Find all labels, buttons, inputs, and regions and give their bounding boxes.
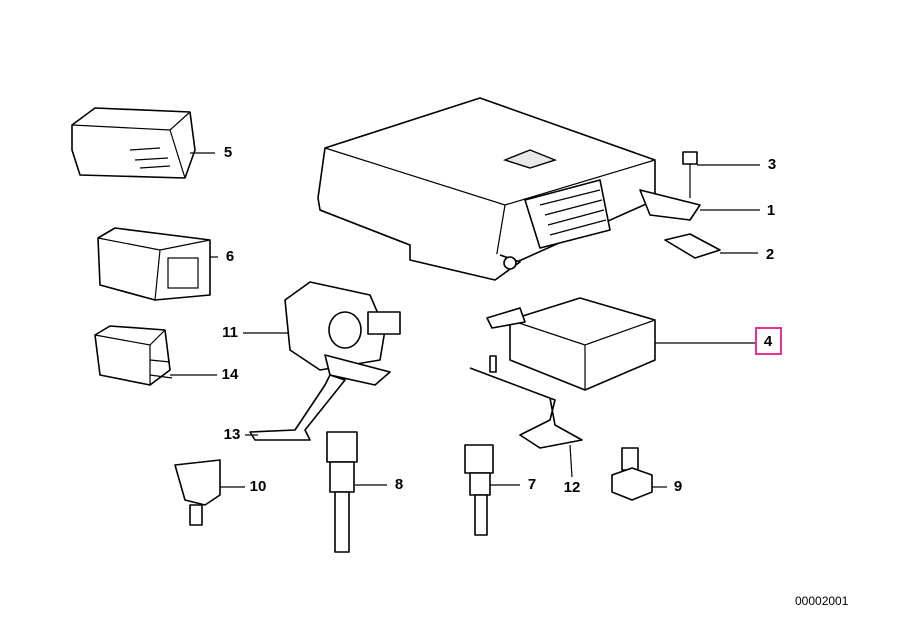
callout-3[interactable]: 3 xyxy=(767,156,777,173)
part-5-relay[interactable] xyxy=(71,107,215,179)
callout-9[interactable]: 9 xyxy=(673,478,683,495)
callout-10[interactable]: 10 xyxy=(249,478,267,495)
highlight-box xyxy=(755,327,782,355)
callout-2[interactable]: 2 xyxy=(765,246,775,263)
callout-5[interactable]: 5 xyxy=(223,144,233,161)
part-3-bolt[interactable] xyxy=(682,151,760,198)
callout-6[interactable]: 6 xyxy=(225,248,235,265)
callout-4[interactable]: 4 xyxy=(763,333,773,350)
part-12-bracket[interactable] xyxy=(469,355,583,478)
callout-13[interactable]: 13 xyxy=(223,426,241,443)
callout-7[interactable]: 7 xyxy=(527,476,537,493)
callout-8[interactable]: 8 xyxy=(394,476,404,493)
drawing-code: 00002001 xyxy=(795,594,849,608)
part-14-relay[interactable] xyxy=(94,325,217,386)
part-6-relay[interactable] xyxy=(97,227,218,301)
part-7-temperature-sensor[interactable] xyxy=(464,444,520,536)
part-13-bracket[interactable] xyxy=(245,374,346,441)
callout-11[interactable]: 11 xyxy=(222,324,238,341)
part-9-switch[interactable] xyxy=(611,447,667,501)
part-8-temperature-sensor[interactable] xyxy=(326,431,387,553)
callout-12[interactable]: 12 xyxy=(563,479,581,496)
part-4-control-module[interactable] xyxy=(486,297,755,391)
part-10-switch[interactable] xyxy=(174,459,245,526)
callout-1[interactable]: 1 xyxy=(766,202,776,219)
part-11-sensor[interactable] xyxy=(243,281,401,386)
part-1-control-unit[interactable] xyxy=(317,97,760,281)
part-2-clip[interactable] xyxy=(664,233,758,259)
callout-14[interactable]: 14 xyxy=(221,366,239,383)
